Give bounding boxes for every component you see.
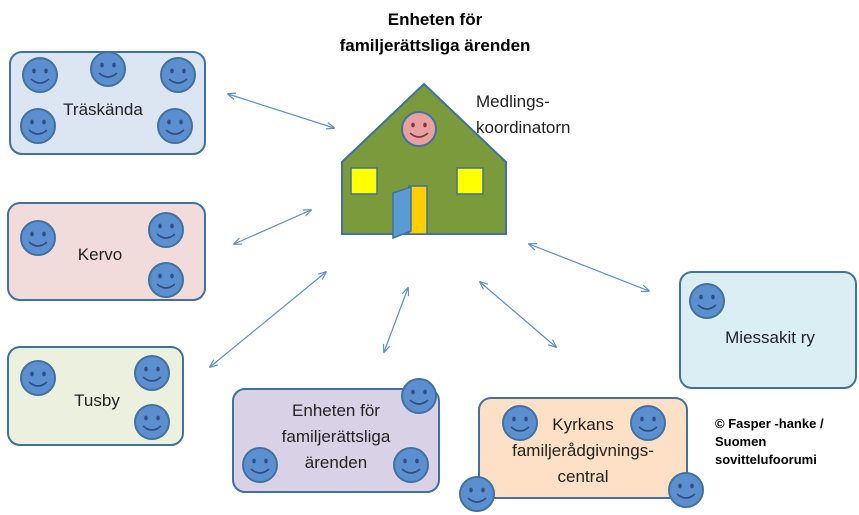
person-icon	[134, 404, 170, 440]
copyright-line-2: Suomen	[715, 434, 766, 449]
enheten-label-line-3: ärenden	[305, 453, 367, 472]
person-icon	[20, 220, 56, 256]
arrow-miessakit	[529, 244, 649, 291]
person-icon	[148, 212, 184, 248]
tusby-label: Tusby	[74, 391, 120, 410]
enheten-label-line-1: Enheten för	[292, 401, 380, 420]
kervo-label: Kervo	[78, 245, 122, 264]
person-icon	[459, 476, 495, 512]
title-line-2: familjerättsliga ärenden	[340, 36, 531, 55]
node-traskanda: Träskända	[9, 51, 206, 155]
mediator-face-icon	[401, 111, 437, 147]
connector-arrows	[210, 94, 649, 367]
node-miessakit: Miessakit ry	[679, 271, 857, 389]
person-icon	[242, 447, 278, 483]
house-label-line-2: koordinatorn	[476, 118, 571, 137]
door	[392, 185, 412, 240]
kyrkans-label-line-2: familjerådgivnings-	[512, 441, 654, 460]
house	[341, 82, 507, 240]
node-enheten: Enheten för familjerättsliga ärenden	[232, 378, 440, 493]
traskanda-label: Träskända	[63, 100, 143, 119]
person-icon	[134, 355, 170, 391]
arrow-tusby	[210, 272, 326, 367]
person-icon	[401, 378, 437, 414]
person-icon	[90, 51, 126, 87]
person-icon	[20, 108, 56, 144]
node-tusby: Tusby	[7, 346, 184, 446]
enheten-label-line-2: familjerättsliga	[282, 427, 391, 446]
arrow-traskanda	[228, 94, 334, 128]
arrow-kyrkans	[480, 282, 556, 347]
kyrkans-label-line-1: Kyrkans	[552, 415, 613, 434]
node-kyrkans: Kyrkans familjerådgivnings- central	[459, 397, 704, 512]
miessakit-label: Miessakit ry	[725, 328, 815, 347]
person-icon	[502, 405, 538, 441]
person-icon	[668, 472, 704, 508]
node-kervo: Kervo	[7, 202, 206, 301]
kyrkans-label-line-3: central	[557, 467, 608, 486]
arrow-enheten	[384, 288, 408, 352]
person-icon	[393, 447, 429, 483]
window-right	[456, 167, 484, 195]
window-left	[350, 167, 378, 195]
copyright-line-3: sovittelufoorumi	[715, 452, 817, 467]
house-body	[341, 82, 507, 235]
person-icon	[160, 57, 196, 93]
copyright-line-1: © Fasper -hanke /	[715, 416, 824, 431]
person-icon	[148, 262, 184, 298]
person-icon	[689, 283, 725, 319]
house-label-line-1: Medlings-	[476, 92, 550, 111]
person-icon	[20, 360, 56, 396]
title-line-1: Enheten för	[388, 10, 483, 29]
person-icon	[22, 57, 58, 93]
person-icon	[157, 108, 193, 144]
arrow-kervo	[234, 210, 311, 244]
person-icon	[630, 405, 666, 441]
